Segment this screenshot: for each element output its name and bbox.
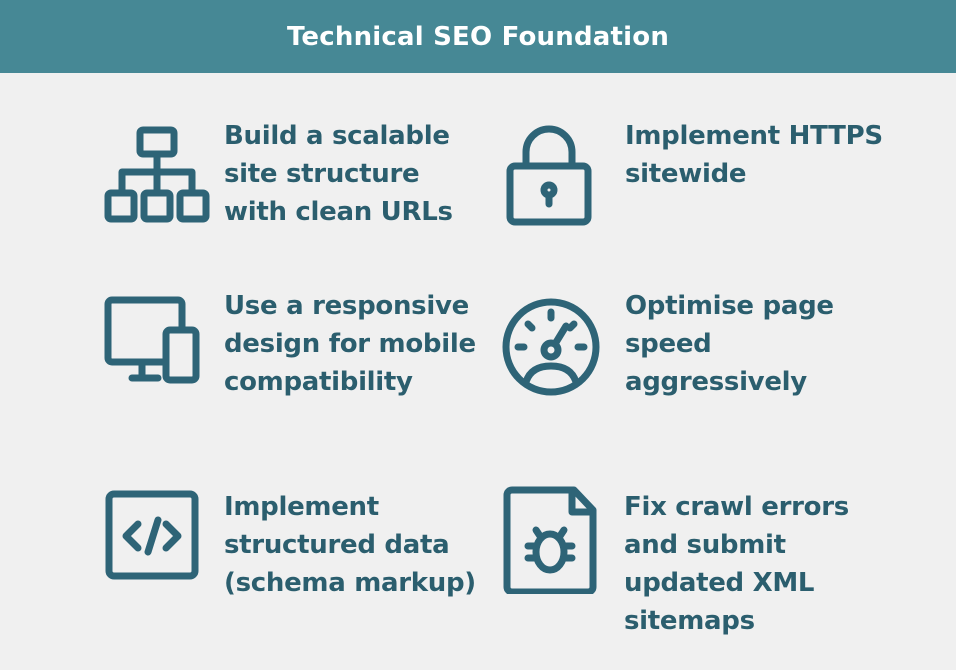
item-text: Implement HTTPS sitewide [625,121,883,189]
bug-file-icon [496,484,606,596]
responsive-devices-icon [102,290,212,400]
item-text: Fix crawl errors and submit updated XML … [624,492,849,636]
item-text: Implement structured data (schema markup… [224,492,476,598]
item-text: Build a scalable site structure with cle… [224,121,453,227]
page-title: Technical SEO Foundation [286,21,670,52]
header-bar: Technical SEO Foundation [0,0,956,73]
code-icon [102,484,212,594]
lock-icon [494,120,604,230]
item-text: Use a responsive design for mobile compa… [224,291,476,397]
item-text: Optimise page speed aggressively [625,291,834,397]
sitemap-icon [102,120,212,230]
speedometer-icon [496,292,606,402]
